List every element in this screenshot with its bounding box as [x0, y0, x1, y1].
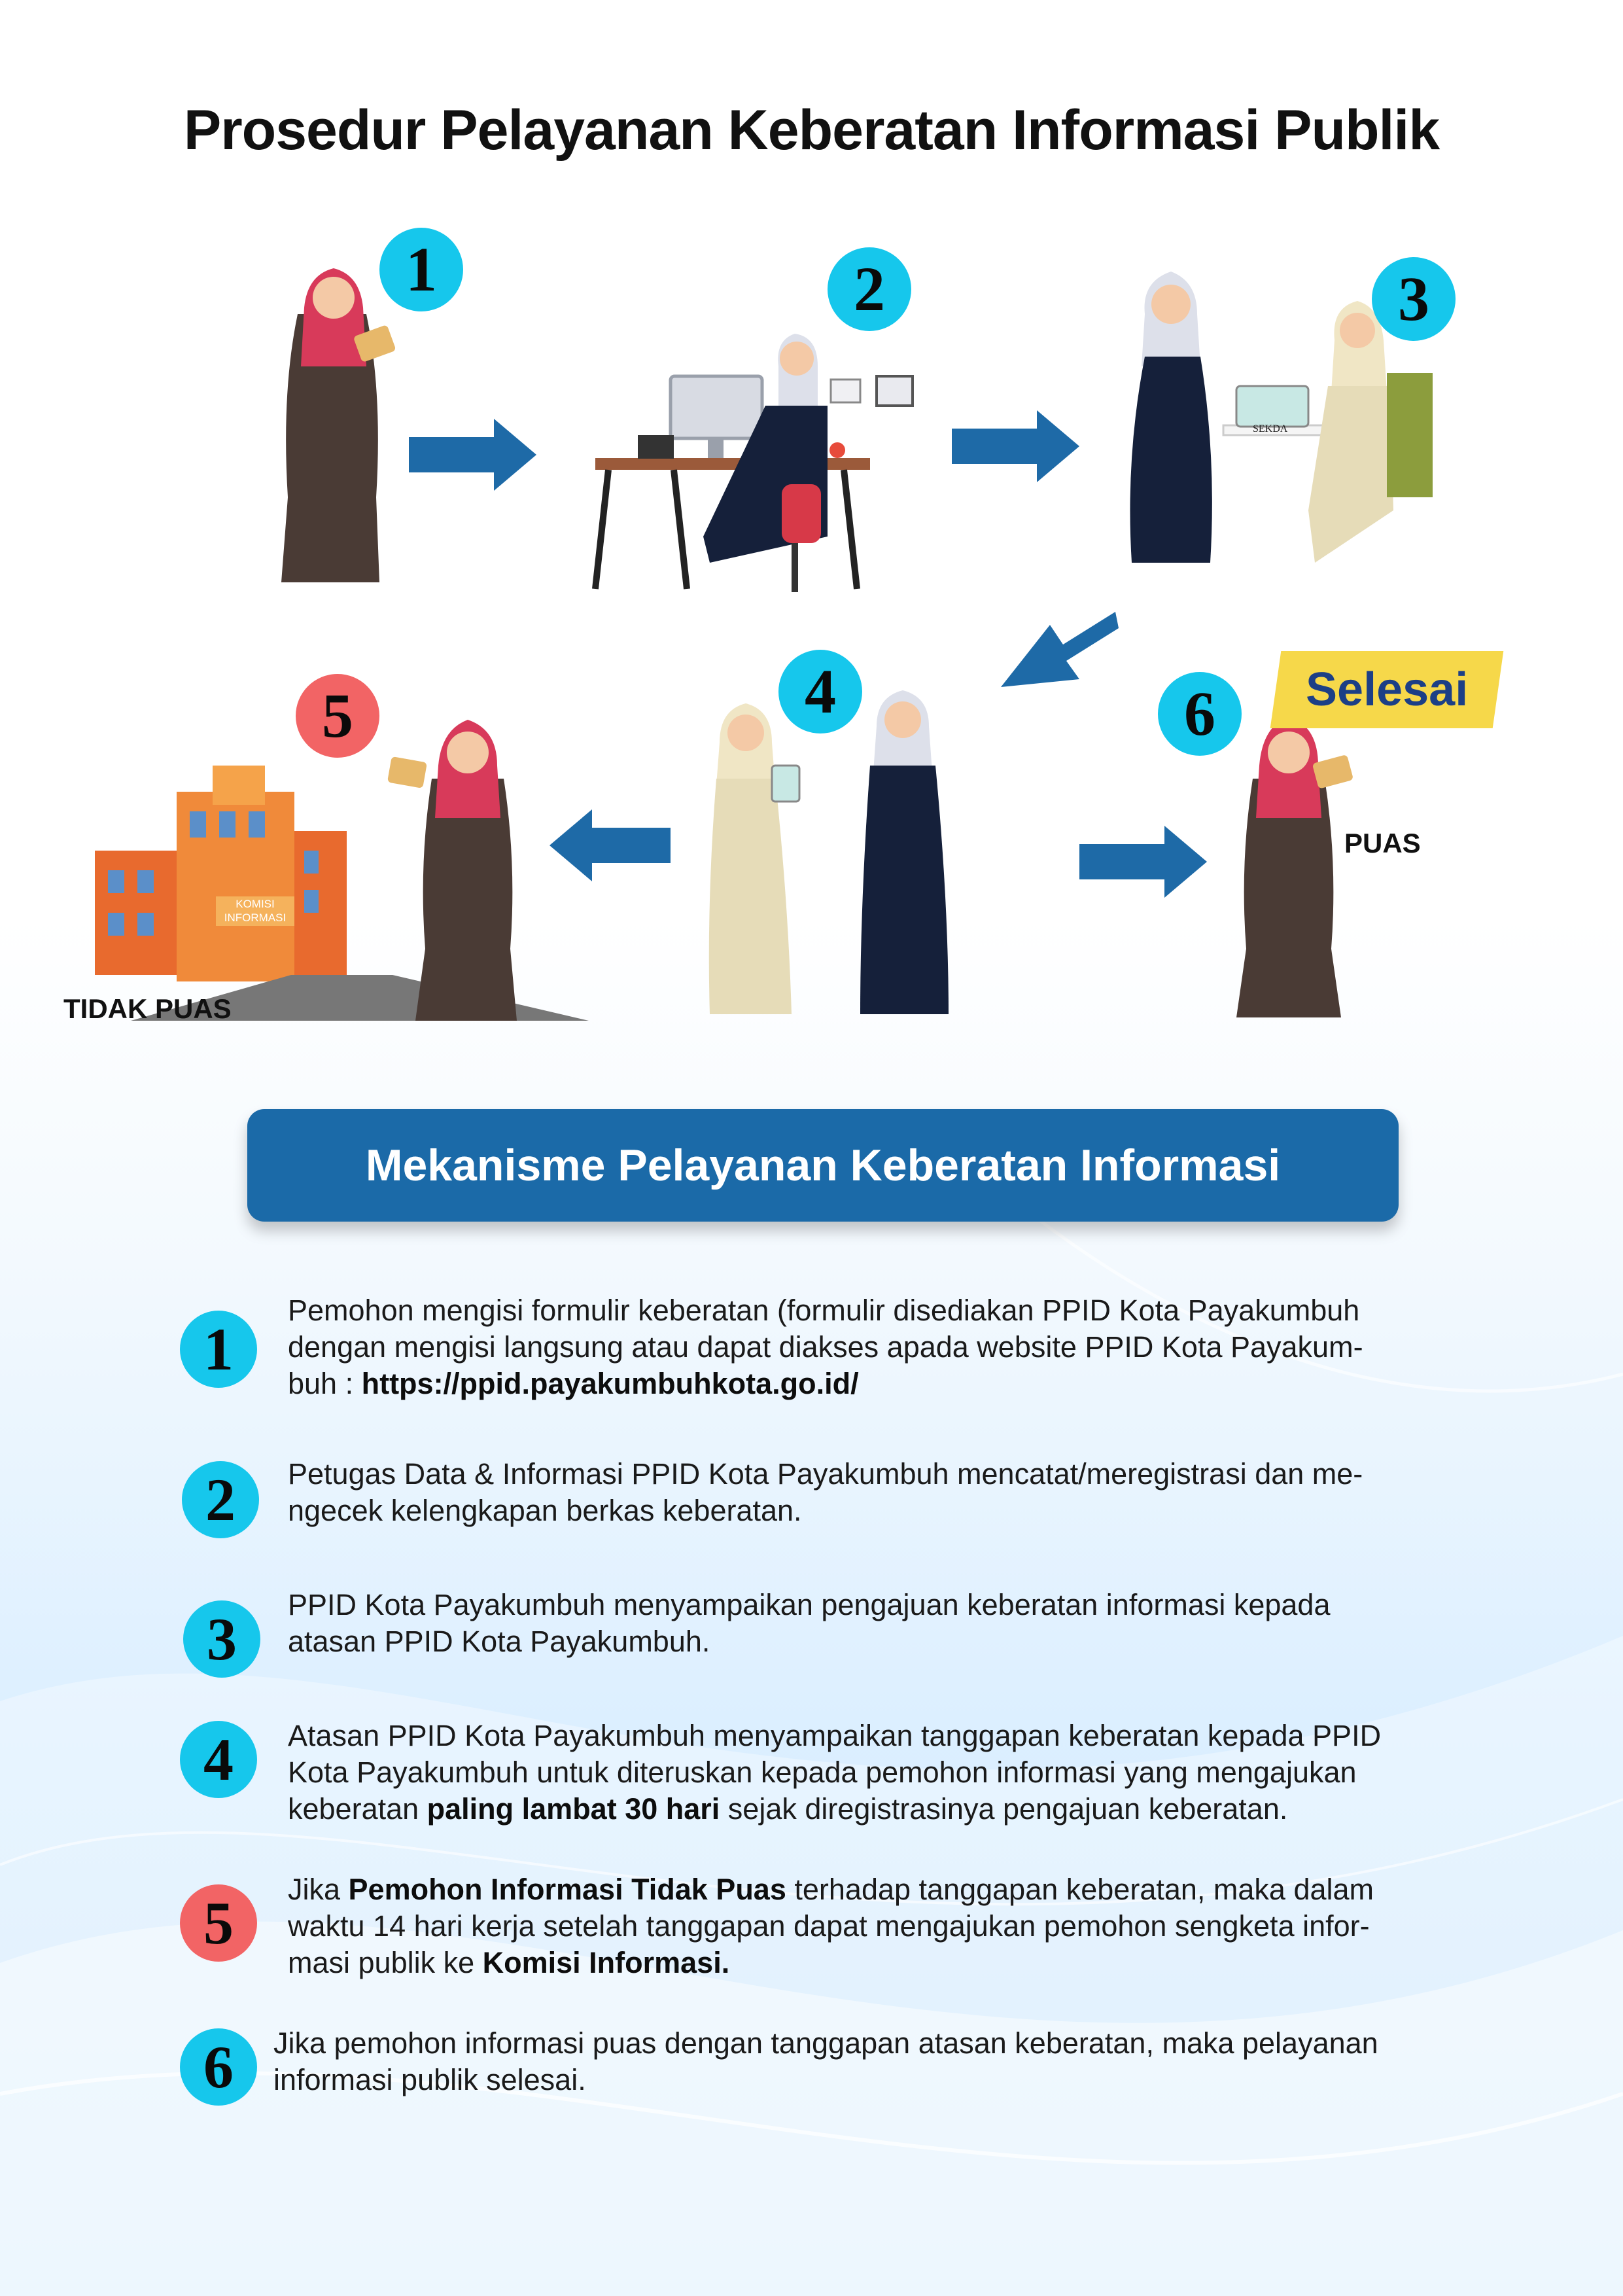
- arrow-right-1: [409, 419, 536, 491]
- step-segment: Jika: [288, 1873, 349, 1906]
- step-segment: buh :: [288, 1367, 362, 1400]
- mechanism-banner-title: Mekanisme Pelayanan Keberatan Informasi: [365, 1140, 1281, 1190]
- step-line: Atasan PPID Kota Payakumbuh menyampaikan…: [288, 1718, 1485, 1754]
- page-title: Prosedur Pelayanan Keberatan Informasi P…: [183, 99, 1440, 162]
- procedure-illustration: SEKDA KOMISI INFORMASI: [95, 268, 1433, 1021]
- supervisor-scene: SEKDA: [1130, 272, 1433, 563]
- step-segment: keberatan: [288, 1792, 427, 1826]
- komisi-informasi-building: KOMISI INFORMASI: [95, 766, 589, 1021]
- officer-desk-scene: [592, 334, 914, 592]
- tidak-puas-label: TIDAK PUAS: [63, 993, 232, 1024]
- step-line: masi publik ke Komisi Informasi.: [288, 1945, 1485, 1981]
- puas-label: PUAS: [1344, 828, 1421, 858]
- step-line: Jika pemohon informasi puas dengan tangg…: [273, 2025, 1471, 2062]
- step-badge-2: 2: [182, 1461, 259, 1538]
- step-line: buh : https://ppid.payakumbuhkota.go.id/: [288, 1366, 1485, 1402]
- step-text-4: Atasan PPID Kota Payakumbuh menyampaikan…: [288, 1718, 1485, 1828]
- step-segment: Kota Payakumbuh untuk diteruskan kepada …: [288, 1756, 1357, 1789]
- step-segment: masi publik ke: [288, 1946, 483, 1979]
- step-emphasis: https://ppid.payakumbuhkota.go.id/: [361, 1367, 859, 1400]
- step-text-2: Petugas Data & Informasi PPID Kota Payak…: [288, 1456, 1485, 1529]
- person-applicant-5: [387, 720, 517, 1021]
- diagram-badge-5: 5: [296, 674, 379, 758]
- step-text-6: Jika pemohon informasi puas dengan tangg…: [273, 2025, 1471, 2098]
- step-segment: atasan PPID Kota Payakumbuh.: [288, 1625, 710, 1658]
- step-line: atasan PPID Kota Payakumbuh.: [288, 1623, 1485, 1660]
- arrow-left: [550, 809, 671, 881]
- step-segment: Pemohon mengisi formulir keberatan (form…: [288, 1294, 1360, 1327]
- step-segment: waktu 14 hari kerja setelah tanggapan da…: [288, 1909, 1370, 1943]
- building-label-line1: KOMISI: [236, 898, 275, 910]
- step-emphasis: paling lambat 30 hari: [427, 1792, 720, 1826]
- diagram-badge-3: 3: [1372, 257, 1456, 341]
- step-text-5: Jika Pemohon Informasi Tidak Puas terhad…: [288, 1871, 1485, 1981]
- step-line: informasi publik selesai.: [273, 2062, 1471, 2098]
- response-scene: [708, 690, 949, 1014]
- step-segment: ngecek kelengkapan berkas keberatan.: [288, 1494, 802, 1527]
- diagram-badge-2: 2: [828, 247, 911, 331]
- diagram-badge-6: 6: [1158, 672, 1242, 756]
- step-line: Petugas Data & Informasi PPID Kota Payak…: [288, 1456, 1485, 1492]
- arrow-diagonal: [1001, 612, 1119, 687]
- step-segment: Petugas Data & Informasi PPID Kota Payak…: [288, 1457, 1363, 1491]
- building-label-line2: INFORMASI: [224, 911, 286, 924]
- step-line: keberatan paling lambat 30 hari sejak di…: [288, 1791, 1485, 1828]
- step-segment: sejak diregistrasinya pengajuan keberata…: [720, 1792, 1288, 1826]
- step-line: Jika Pemohon Informasi Tidak Puas terhad…: [288, 1871, 1485, 1908]
- step-badge-6: 6: [180, 2028, 257, 2106]
- step-line: waktu 14 hari kerja setelah tanggapan da…: [288, 1908, 1485, 1945]
- step-segment: informasi publik selesai.: [273, 2063, 586, 2096]
- step-emphasis: Komisi Informasi.: [482, 1946, 730, 1979]
- background-waves: [0, 1112, 1623, 2296]
- monitor-label: SEKDA: [1253, 423, 1288, 434]
- step-segment: Atasan PPID Kota Payakumbuh menyampaikan…: [288, 1719, 1382, 1752]
- step-badge-3: 3: [183, 1600, 260, 1678]
- arrow-right-3: [1079, 826, 1207, 898]
- selesai-label: Selesai: [1305, 663, 1469, 716]
- step-segment: PPID Kota Payakumbuh menyampaikan pengaj…: [288, 1588, 1331, 1621]
- person-applicant-6: [1236, 716, 1353, 1017]
- step-badge-5: 5: [180, 1884, 257, 1962]
- diagram-badge-1: 1: [379, 228, 463, 311]
- step-segment: Jika pemohon informasi puas dengan tangg…: [273, 2026, 1378, 2060]
- step-line: dengan mengisi langsung atau dapat diaks…: [288, 1329, 1485, 1366]
- step-line: ngecek kelengkapan berkas keberatan.: [288, 1492, 1485, 1529]
- diagram-badge-4: 4: [778, 650, 862, 733]
- step-text-3: PPID Kota Payakumbuh menyampaikan pengaj…: [288, 1587, 1485, 1660]
- step-badge-4: 4: [180, 1721, 257, 1798]
- step-line: Pemohon mengisi formulir keberatan (form…: [288, 1292, 1485, 1329]
- step-line: Kota Payakumbuh untuk diteruskan kepada …: [288, 1754, 1485, 1791]
- arrow-right-2: [952, 410, 1079, 482]
- step-badge-1: 1: [180, 1311, 257, 1388]
- step-text-1: Pemohon mengisi formulir keberatan (form…: [288, 1292, 1485, 1402]
- step-segment: dengan mengisi langsung atau dapat diaks…: [288, 1330, 1363, 1364]
- person-applicant-1: [281, 268, 396, 582]
- mechanism-banner: Mekanisme Pelayanan Keberatan Informasi: [247, 1109, 1399, 1222]
- step-segment: terhadap tanggapan keberatan, maka dalam: [786, 1873, 1374, 1906]
- selesai-tag: Selesai: [1270, 651, 1504, 728]
- step-line: PPID Kota Payakumbuh menyampaikan pengaj…: [288, 1587, 1485, 1623]
- step-emphasis: Pemohon Informasi Tidak Puas: [348, 1873, 786, 1906]
